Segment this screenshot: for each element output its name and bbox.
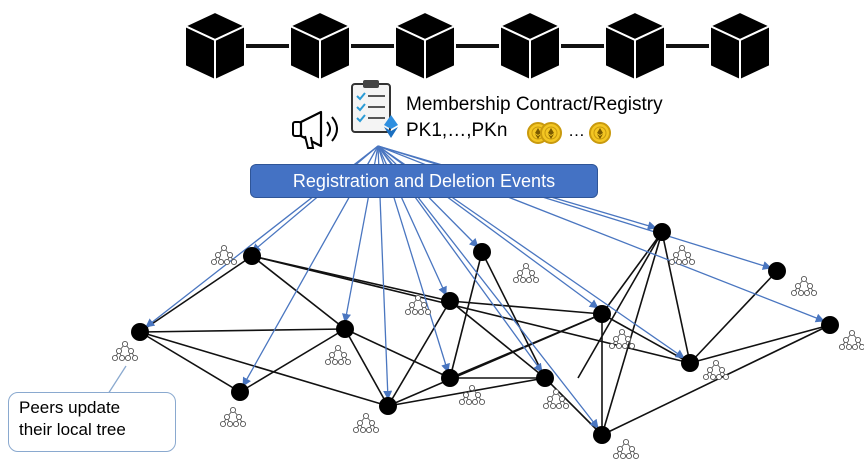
network-edge [601,231,663,436]
clipboard-checklist-icon [351,80,391,133]
network-edge [344,328,389,407]
event-arrow [251,145,379,253]
network-edge [139,328,346,333]
block-icon [497,10,563,82]
events-banner-label: Registration and Deletion Events [292,170,556,191]
block-icon [602,10,668,82]
merkle-tree-icon [219,406,247,428]
peer-node-icon [768,262,786,280]
network-edge [481,251,546,379]
merkle-tree-icon [352,412,380,434]
network-edge [139,255,253,333]
network-edge [139,331,241,393]
network-edge [689,324,831,364]
peer-node-icon [131,323,149,341]
merkle-tree-icon [324,344,352,366]
megaphone-icon [292,110,338,149]
network-edge [577,231,663,379]
peer-node-icon [593,426,611,444]
local-trees [111,244,864,460]
network-edge [601,231,663,315]
peer-node-icon [336,320,354,338]
merkle-tree-icon [612,438,640,460]
block-icon [392,10,458,82]
ethereum-coin-icon [540,122,562,144]
merkle-tree-icon [111,340,139,362]
merkle-tree-icon [458,384,486,406]
merkle-tree-icon [210,244,238,266]
peer-node-icon [231,383,249,401]
block-icon [287,10,353,82]
network-edge [387,313,603,407]
peers [131,223,839,444]
peer-node-icon [379,397,397,415]
network-edge [344,328,451,379]
network-edge [449,251,483,379]
network-edge [601,324,831,436]
contract-title: Membership Contract/Registry [406,94,663,115]
events-banner: Registration and Deletion Events [250,164,598,198]
contract-keys: PK1,…,PKn [406,120,508,141]
peer-node-icon [441,292,459,310]
peer-node-icon [473,243,491,261]
network-edge [449,300,603,315]
callout-note: Peers update their local tree [8,392,176,452]
network-edge [139,331,389,407]
merkle-tree-icon [668,244,696,266]
block-icon [707,10,773,82]
peer-node-icon [536,369,554,387]
blockchain [182,10,773,82]
network-edges [139,231,831,436]
merkle-tree-icon [608,328,636,350]
peer-node-icon [681,354,699,372]
callout-line-1: Peers update [19,398,121,417]
peer-node-icon [653,223,671,241]
ethereum-diamond-icon [384,115,398,138]
peer-node-icon [593,305,611,323]
callout-pointer [107,365,127,395]
network-edge [689,270,778,364]
peer-node-icon [243,247,261,265]
network-edge [387,300,451,407]
merkle-tree-icon [542,388,570,410]
merkle-tree-icon [790,275,818,297]
network-edge [449,300,546,379]
network-edge [239,328,346,393]
coins-ellipsis: … [568,121,585,140]
block-icon [182,10,248,82]
peer-node-icon [441,369,459,387]
network-edge [251,255,346,330]
peer-node-icon [821,316,839,334]
callout-line-2: their local tree [19,420,126,439]
merkle-tree-icon [512,262,540,284]
merkle-tree-icon [702,359,730,381]
ethereum-coin-icon [589,122,611,144]
merkle-tree-icon [838,329,864,351]
network-edge [661,231,691,364]
